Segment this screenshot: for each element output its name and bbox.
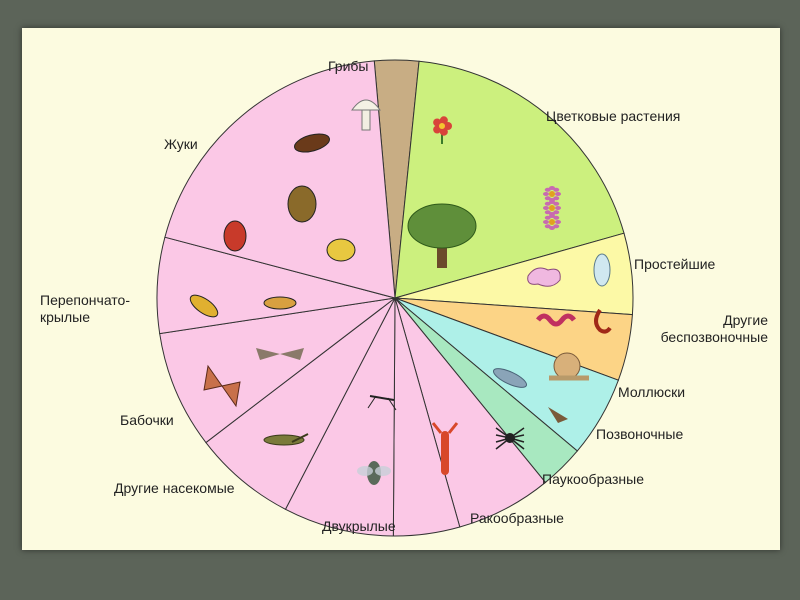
label-cvetkovye: Цветковые растения — [546, 108, 681, 124]
bird-icon — [548, 407, 568, 423]
label-pereponchato: Перепончато- крылые — [40, 292, 130, 326]
butterfly-icon — [203, 364, 241, 408]
pie-slice-12 — [164, 60, 396, 299]
moth-icon — [256, 348, 304, 360]
label-dvukrylye: Двукрылые — [322, 518, 396, 534]
label-pozvonochnye: Позвоночные — [596, 426, 684, 442]
grasshopper-icon — [263, 433, 309, 446]
flower-icon — [433, 116, 452, 144]
label-griby: Грибы — [328, 58, 369, 74]
ladybug-icon — [223, 220, 247, 252]
pie-slice-10 — [159, 297, 396, 444]
slide-frame: Грибы Цветковые растения Простейшие Друг… — [22, 28, 780, 550]
worm-icon — [536, 308, 612, 334]
fly-icon — [357, 461, 391, 485]
beetle-spotted-icon — [326, 238, 356, 262]
label-mollyuski: Моллюски — [618, 384, 686, 400]
bee-icon — [263, 296, 297, 310]
label-prosteishie: Простейшие — [634, 256, 716, 272]
label-babochki: Бабочки — [120, 412, 174, 428]
label-rakoobraznye: Ракообразные — [470, 510, 564, 526]
fish-icon — [492, 368, 528, 388]
mushroom-icon — [351, 99, 381, 131]
label-zhuki: Жуки — [164, 136, 198, 152]
label-drugie-bespozv-line2: беспозвоночные — [660, 329, 768, 345]
tree-icon — [407, 203, 477, 268]
pie-slice-9 — [205, 297, 396, 510]
label-drugie-nasekomye: Другие насекомые — [114, 480, 235, 496]
daisy-icon — [543, 186, 561, 230]
spider-icon — [495, 427, 525, 450]
beetle-icon — [287, 185, 317, 223]
pie-chart — [156, 59, 634, 537]
wasp-icon — [189, 294, 219, 318]
label-drugie-bespozv: Другие беспозвоночные — [634, 312, 768, 346]
protozoa-icon — [527, 253, 611, 287]
label-pereponchato-line1: Перепончато- — [40, 292, 130, 308]
label-pereponchato-line2: крылые — [40, 309, 90, 325]
cockroach-icon — [293, 133, 331, 153]
label-drugie-bespozv-line1: Другие — [723, 312, 768, 328]
lobster-icon — [431, 422, 459, 475]
mosquito-icon — [367, 395, 397, 411]
label-paukoobraznye: Паукообразные — [542, 471, 644, 487]
snail-icon — [549, 352, 589, 381]
